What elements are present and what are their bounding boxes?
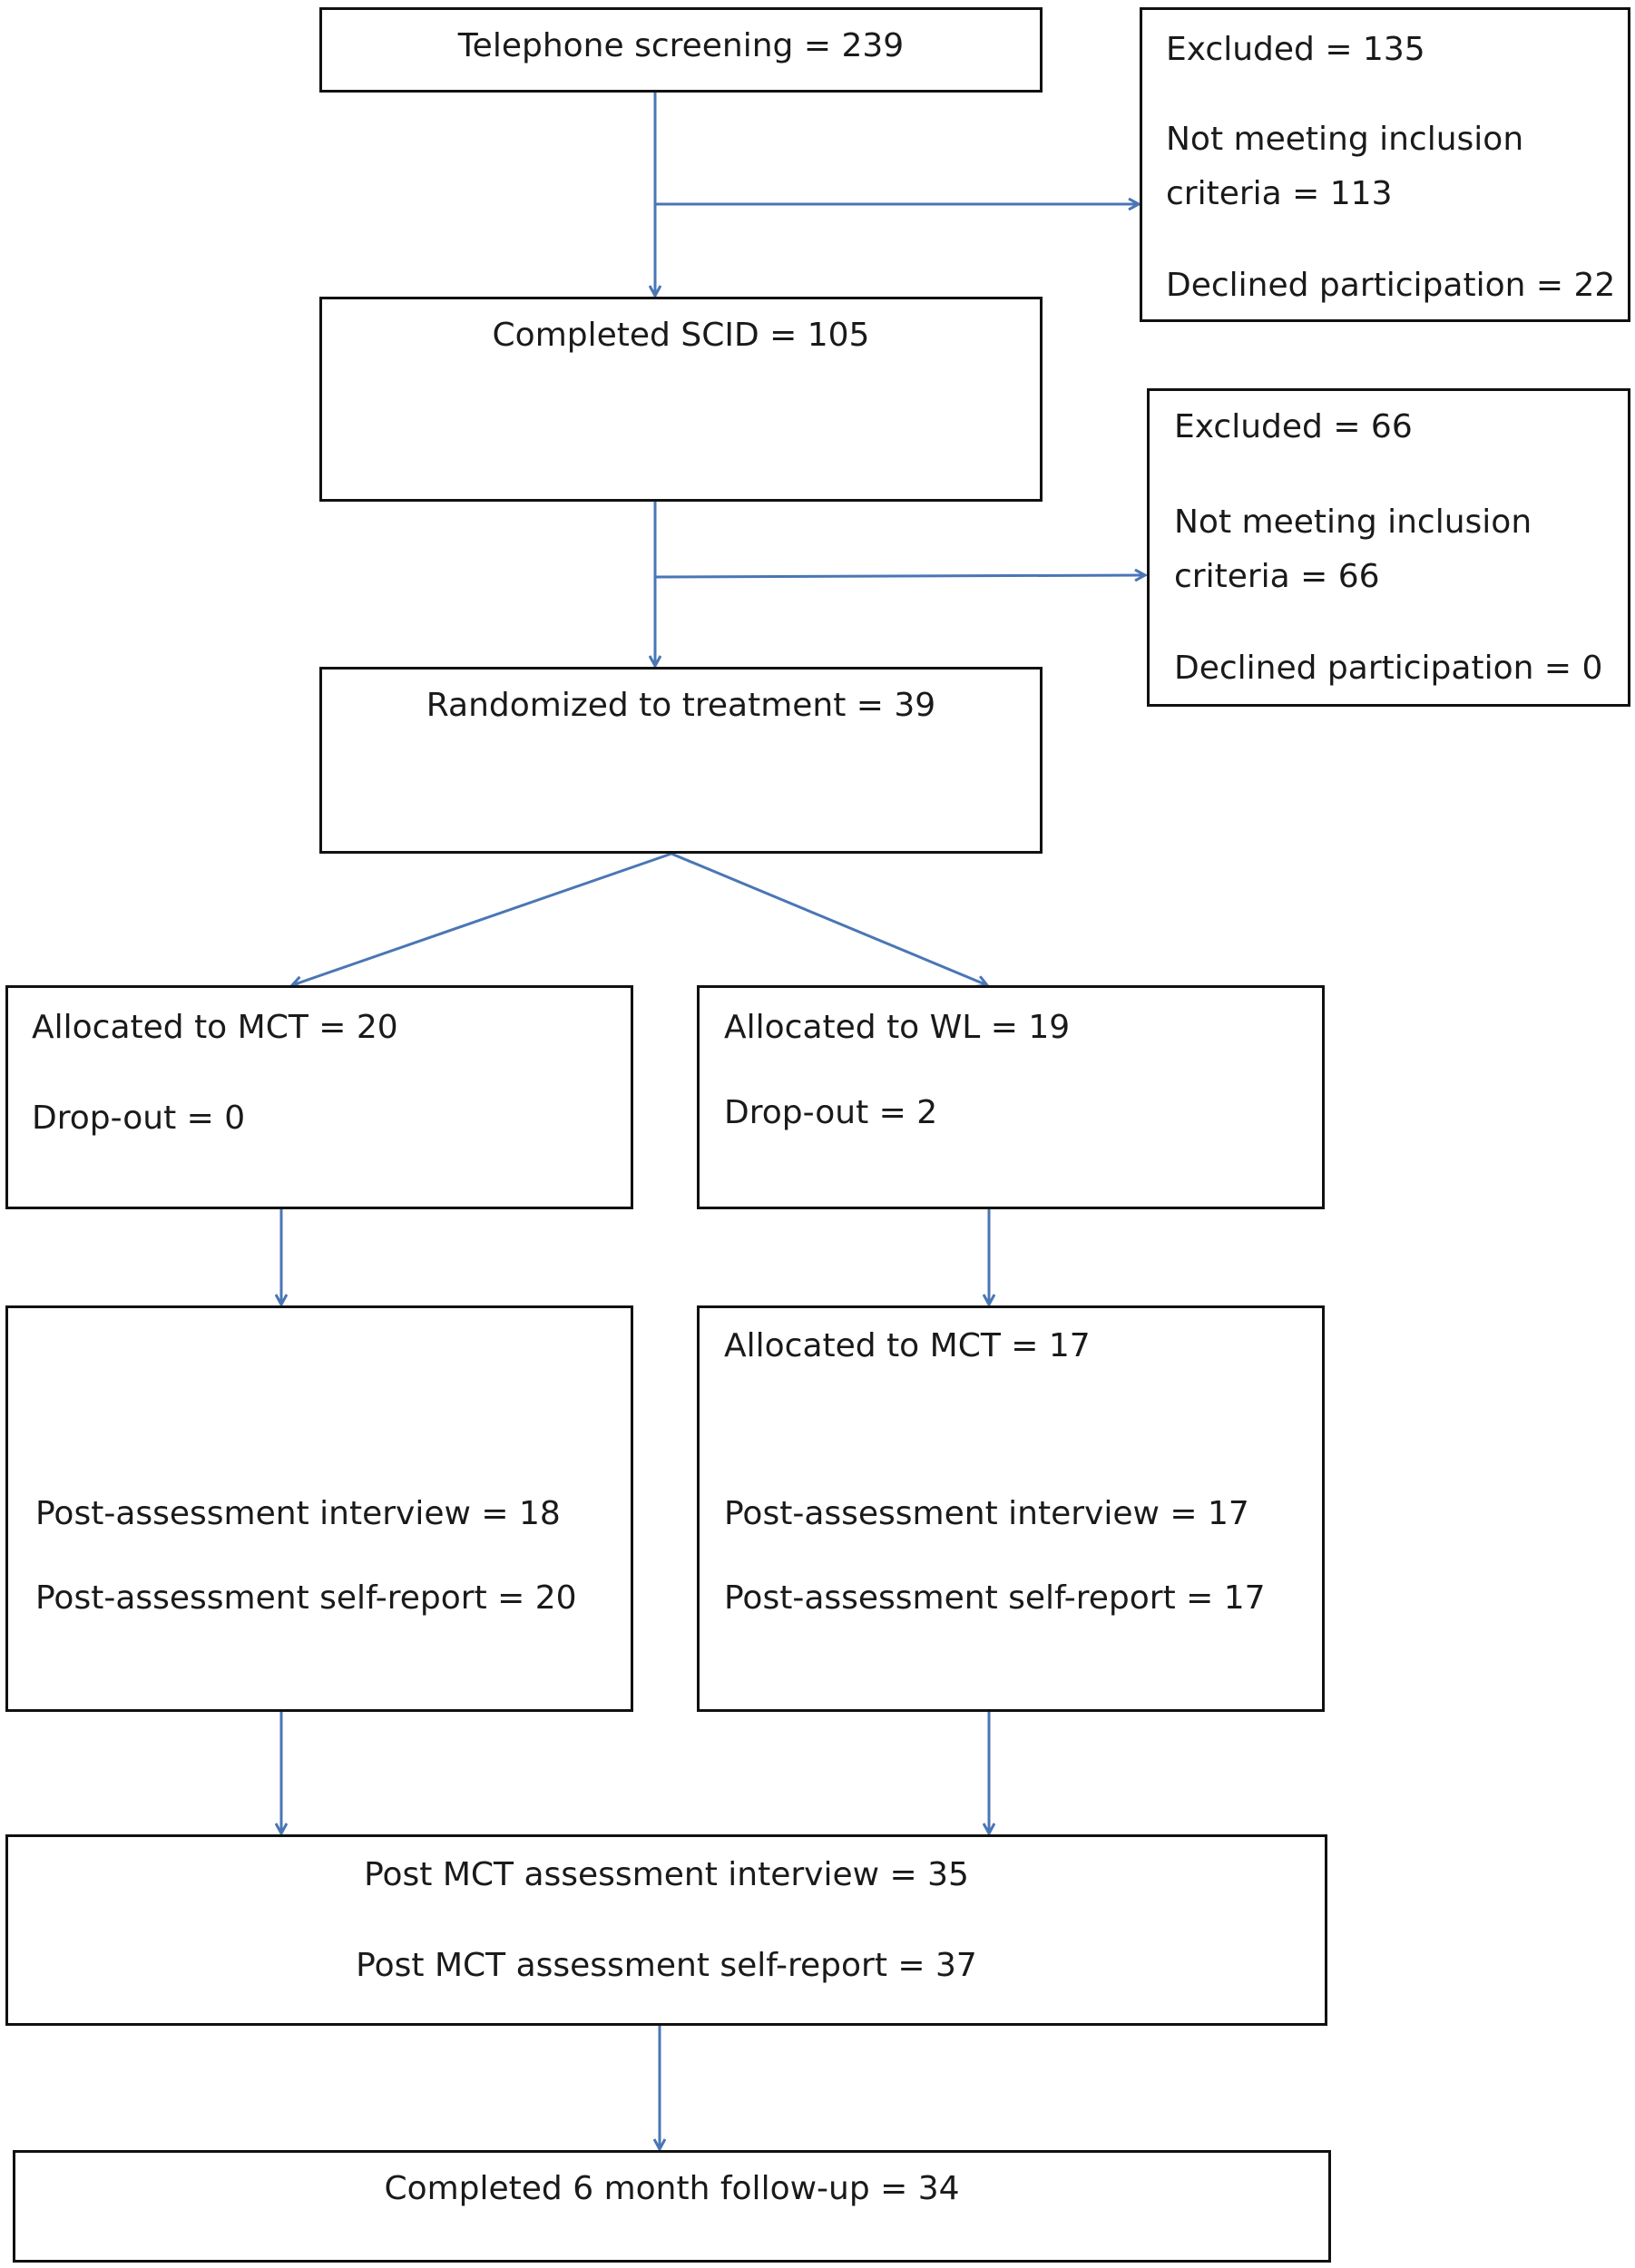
allocated-mct-title: Allocated to MCT = 20	[32, 1009, 398, 1046]
followup-text: Completed 6 month follow-up = 34	[384, 2170, 960, 2207]
wl-mct-title: Allocated to MCT = 17	[724, 1327, 1091, 1364]
completed-scid-box: Completed SCID = 105	[319, 297, 1043, 502]
followup-box: Completed 6 month follow-up = 34	[13, 2150, 1331, 2263]
wl-mct-post-interview: Post-assessment interview = 17	[724, 1495, 1249, 1532]
telephone-screening-text: Telephone screening = 239	[457, 27, 905, 64]
excluded-2-not-meeting: Not meeting inclusion criteria = 66	[1174, 503, 1532, 595]
mct-post-self-report: Post-assessment self-report = 20	[35, 1579, 577, 1617]
arrow-to-excluded-2	[654, 575, 1145, 577]
arrow-randomized-to-wl	[671, 852, 987, 985]
excluded-1-not-meeting: Not meeting inclusion criteria = 113	[1166, 121, 1524, 212]
allocated-mct-dropout: Drop-out = 0	[32, 1100, 246, 1137]
excluded-1-title: Excluded = 135	[1166, 31, 1425, 68]
allocated-wl-title: Allocated to WL = 19	[724, 1009, 1071, 1046]
wl-mct-post-assessment-box: Allocated to MCT = 17 Post-assessment in…	[697, 1305, 1325, 1712]
allocated-mct-box: Allocated to MCT = 20 Drop-out = 0	[5, 985, 633, 1209]
arrow-randomized-to-mct	[292, 852, 672, 985]
post-mct-assessment-box: Post MCT assessment interview = 35 Post …	[5, 1834, 1327, 2026]
excluded-1-declined: Declined participation = 22	[1166, 267, 1616, 304]
completed-scid-text: Completed SCID = 105	[492, 317, 870, 354]
mct-post-assessment-box: Post-assessment interview = 18 Post-asse…	[5, 1305, 633, 1712]
randomized-text: Randomized to treatment = 39	[426, 687, 936, 724]
post-mct-self-report: Post MCT assessment self-report = 37	[356, 1947, 977, 1984]
excluded-box-1: Excluded = 135 Not meeting inclusion cri…	[1140, 7, 1630, 322]
wl-mct-post-self-report: Post-assessment self-report = 17	[724, 1579, 1266, 1617]
randomized-box: Randomized to treatment = 39	[319, 667, 1043, 854]
excluded-2-declined: Declined participation = 0	[1174, 650, 1603, 687]
mct-post-interview: Post-assessment interview = 18	[35, 1495, 561, 1532]
excluded-2-title: Excluded = 66	[1174, 408, 1413, 445]
excluded-box-2: Excluded = 66 Not meeting inclusion crit…	[1147, 388, 1630, 707]
allocated-wl-box: Allocated to WL = 19 Drop-out = 2	[697, 985, 1325, 1209]
telephone-screening-box: Telephone screening = 239	[319, 7, 1043, 93]
post-mct-interview: Post MCT assessment interview = 35	[364, 1856, 969, 1893]
allocated-wl-dropout: Drop-out = 2	[724, 1094, 938, 1131]
